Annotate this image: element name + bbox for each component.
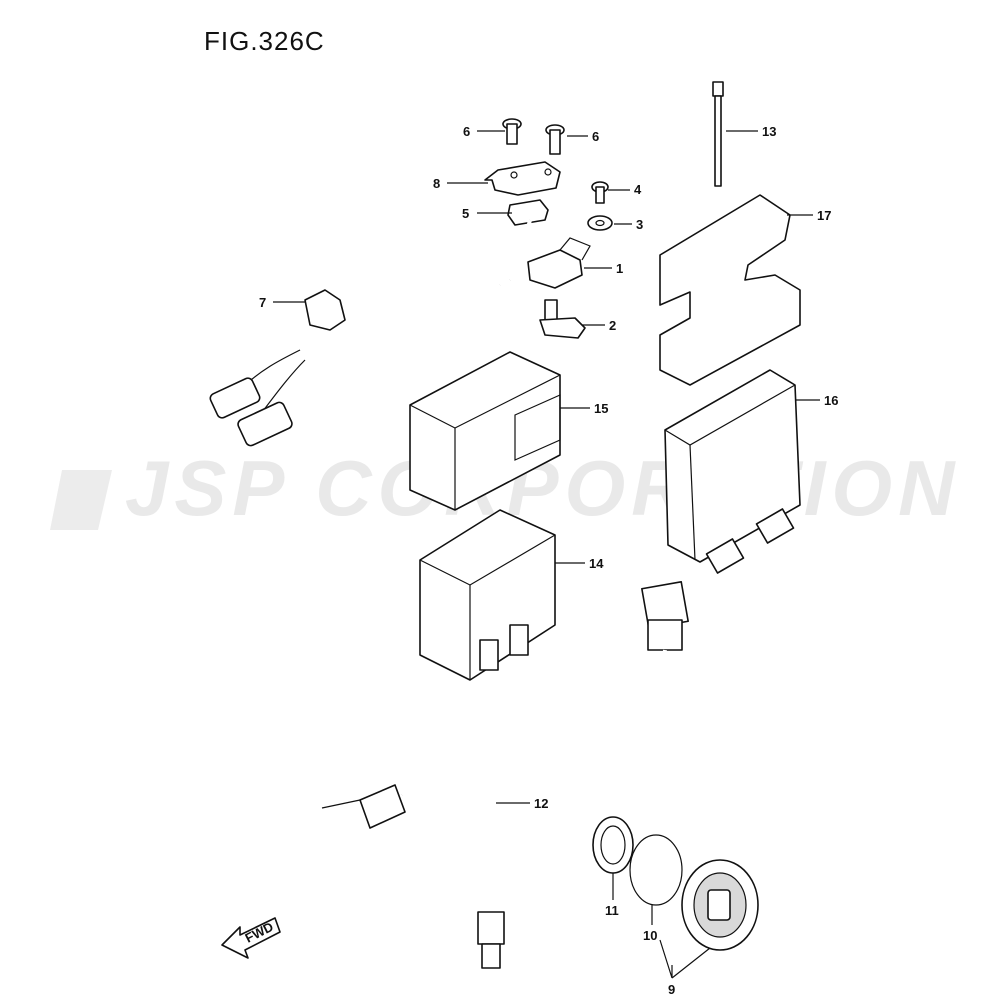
callout-10: 10 [643,928,657,943]
part-4-bolt [591,181,609,204]
callout-17: 17 [817,208,831,223]
callout-5: 5 [462,206,469,221]
callout-8: 8 [433,176,440,191]
part-16-ecu [664,369,801,574]
callout-3: 3 [636,217,643,232]
callout-7: 7 [259,295,266,310]
callout-14: 14 [589,556,604,571]
watermark-logo-icon [50,470,112,530]
callout-15: 15 [594,401,608,416]
callout-4: 4 [634,182,642,197]
callout-13: 13 [762,124,776,139]
part-8-bracket [484,161,561,196]
figure-title: FIG.326C [204,26,325,56]
part-11-ring [592,816,634,874]
part-3-washer [587,215,613,231]
part-9-harness [641,581,692,841]
fwd-arrow: FWD [221,917,281,959]
part-12-switch-harness [321,774,505,969]
part-13-cable-tie [712,81,724,187]
part-14-module [419,509,556,681]
part-17-cover [659,194,801,386]
callout-6-right: 6 [592,129,599,144]
callout-12: 12 [534,796,548,811]
callout-11: 11 [605,903,619,918]
watermark: JSP CORPORATION [50,444,954,532]
part-6-bolt-right [545,124,565,155]
part-2-sensor [539,299,586,339]
callout-9: 9 [668,982,675,997]
part-10-o-ring [629,834,683,906]
callout-16: 16 [824,393,838,408]
part-5-sensor [507,199,549,226]
callout-1: 1 [616,261,623,276]
part-15-box [409,351,561,511]
leader-lines [273,130,820,979]
part-7-clamp [304,289,346,331]
part-1-sensor [527,249,583,289]
part-9-socket [681,859,759,951]
wire-harness [209,219,532,447]
callout-2: 2 [609,318,616,333]
part-6-bolt-left [502,118,522,145]
callout-6-left: 6 [463,124,470,139]
